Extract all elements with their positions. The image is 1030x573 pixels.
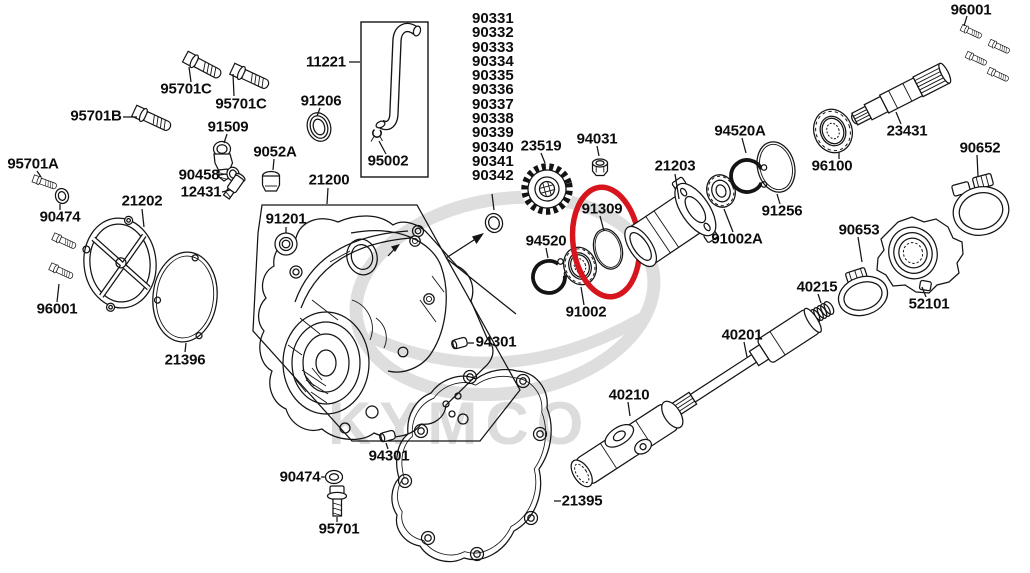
part-gasket-21395 bbox=[391, 368, 552, 563]
part-label-90474-b: 90474 bbox=[279, 468, 321, 486]
pointer-arrow bbox=[387, 233, 517, 315]
part-cover-21202 bbox=[82, 215, 157, 312]
part-washer-90474-a bbox=[54, 187, 70, 205]
part-dowel-94301-b bbox=[379, 429, 396, 443]
part-oring-91309 bbox=[592, 228, 624, 270]
part-bolt-96001-top-3 bbox=[964, 50, 989, 68]
part-label-40210: 40210 bbox=[608, 386, 650, 404]
shim-list-item: 90332 bbox=[472, 24, 514, 42]
part-seal-91206 bbox=[306, 112, 332, 142]
shim-list-item: 90341 bbox=[472, 152, 514, 170]
part-label-91509: 91509 bbox=[207, 118, 249, 136]
shim-list-item: 90336 bbox=[472, 81, 514, 99]
shim-list-item: 90337 bbox=[472, 95, 514, 113]
part-label-96100: 96100 bbox=[811, 157, 853, 175]
part-ujoint-40210 bbox=[570, 400, 684, 488]
part-label-95701a: 95701A bbox=[7, 155, 59, 173]
part-label-90652: 90652 bbox=[959, 139, 1001, 157]
part-driveshaft-40201 bbox=[667, 307, 822, 419]
part-bolt-95701c-a bbox=[181, 49, 225, 82]
part-label-23431: 23431 bbox=[886, 122, 928, 140]
part-label-90458: 90458 bbox=[178, 166, 220, 184]
part-label-21203: 21203 bbox=[654, 157, 696, 175]
part-bolt-96001-top-4 bbox=[986, 66, 1011, 84]
part-shim-oring bbox=[484, 212, 504, 234]
part-label-94301-b: 94301 bbox=[368, 447, 410, 465]
part-label-91206: 91206 bbox=[300, 92, 342, 110]
part-label-9052a: 9052A bbox=[253, 143, 297, 161]
part-label-94520a: 94520A bbox=[714, 122, 766, 140]
part-plug-9052a bbox=[261, 170, 281, 192]
part-circlip-94520a bbox=[729, 158, 768, 194]
part-label-91201: 91201 bbox=[265, 210, 307, 228]
part-label-95701: 95701 bbox=[318, 520, 360, 538]
shim-list-item: 90331 bbox=[472, 10, 514, 27]
part-seal-91201 bbox=[274, 232, 298, 256]
part-label-52101: 52101 bbox=[908, 295, 950, 313]
shim-list-item: 90340 bbox=[472, 138, 514, 156]
part-label-21395: 21395 bbox=[561, 492, 603, 510]
part-bolt-95701b bbox=[130, 103, 174, 135]
part-bolt-96001-left-2 bbox=[48, 261, 75, 281]
part-sensor-12431 bbox=[222, 172, 246, 200]
part-clamp-90653 bbox=[837, 267, 889, 317]
part-label-91002a: 91002A bbox=[711, 230, 763, 248]
part-crankcase-21200 bbox=[252, 204, 521, 442]
part-label-95701b: 95701B bbox=[70, 107, 122, 125]
shim-list-item: 90335 bbox=[472, 67, 514, 85]
part-gear-23519 bbox=[521, 163, 573, 215]
part-bolt-96001-top-1 bbox=[959, 23, 984, 41]
part-label-96001-left: 96001 bbox=[36, 300, 78, 318]
part-label-21396: 21396 bbox=[164, 351, 206, 369]
part-bearing-91002a bbox=[706, 174, 736, 208]
part-label-21200: 21200 bbox=[308, 171, 350, 189]
part-bolt-96001-top-2 bbox=[987, 38, 1012, 56]
part-shaft-23431 bbox=[850, 62, 952, 126]
part-clamp-90652 bbox=[951, 173, 1010, 236]
part-label-90474-a: 90474 bbox=[39, 208, 81, 226]
part-boot-52101 bbox=[876, 216, 964, 294]
part-sensor-91509 bbox=[212, 140, 234, 182]
part-washer-90474-b bbox=[324, 469, 344, 485]
part-gasket-21396 bbox=[152, 251, 218, 343]
shim-list-item: 90334 bbox=[472, 52, 514, 70]
part-bolt-95701c-b bbox=[228, 61, 272, 93]
part-label-12431: 12431 bbox=[180, 183, 222, 201]
part-pipe-11221-box bbox=[360, 21, 429, 178]
part-bolt-95701 bbox=[326, 485, 348, 517]
part-dowel-94301-a bbox=[451, 336, 468, 350]
part-clip-95002 bbox=[370, 128, 383, 142]
shim-part-number-list: 90331 90332 90333 90334 90335 90336 9033… bbox=[472, 10, 514, 185]
part-label-91256: 91256 bbox=[761, 202, 803, 220]
part-bolt-96001-left-1 bbox=[51, 231, 78, 251]
part-label-11221: 11221 bbox=[306, 53, 346, 71]
part-bolt-95701a bbox=[31, 173, 59, 192]
part-label-95002: 95002 bbox=[367, 152, 409, 170]
shim-list-item: 90339 bbox=[472, 124, 514, 142]
part-ring-91256 bbox=[756, 141, 796, 193]
part-label-96001-top: 96001 bbox=[950, 1, 992, 19]
shim-list-item: 90338 bbox=[472, 110, 514, 128]
part-nut-94031 bbox=[591, 158, 609, 177]
part-label-95701c-b: 95701C bbox=[215, 95, 267, 113]
part-label-94031: 94031 bbox=[576, 130, 618, 148]
part-label-91002: 91002 bbox=[565, 303, 607, 321]
part-label-94520: 94520 bbox=[525, 232, 567, 250]
part-label-40215: 40215 bbox=[796, 278, 838, 296]
part-label-21202: 21202 bbox=[121, 192, 163, 210]
part-bearing-96100 bbox=[813, 108, 853, 154]
part-label-40201: 40201 bbox=[721, 326, 763, 344]
leader-lines bbox=[36, 15, 979, 522]
shim-list-item: 90342 bbox=[472, 167, 514, 185]
part-label-95701c-a: 95701C bbox=[160, 80, 212, 98]
part-label-90653: 90653 bbox=[838, 221, 880, 239]
part-label-23519: 23519 bbox=[520, 137, 562, 155]
shim-list-item: 90333 bbox=[472, 38, 514, 56]
part-label-91309: 91309 bbox=[581, 200, 623, 218]
part-label-94301-a: 94301 bbox=[475, 333, 517, 351]
